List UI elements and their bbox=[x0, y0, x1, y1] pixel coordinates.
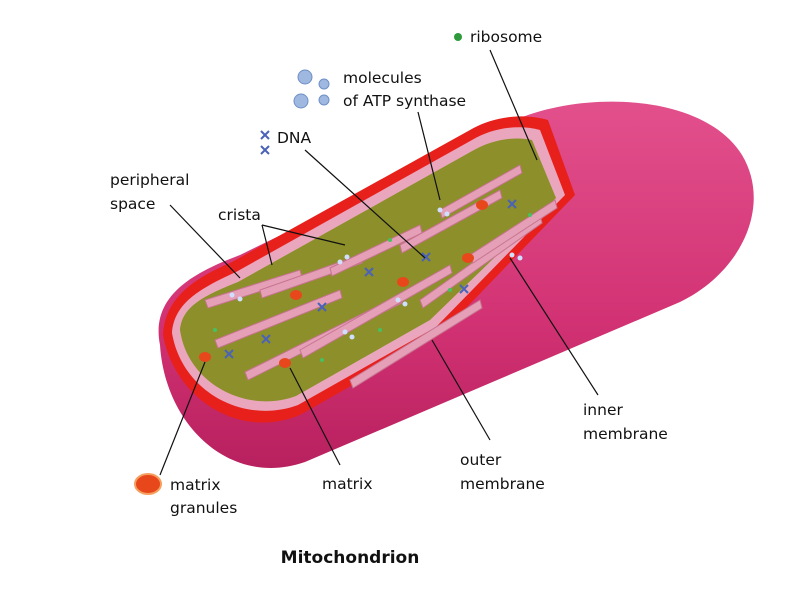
matrix-granules bbox=[199, 200, 488, 368]
dna-marks bbox=[224, 199, 517, 359]
dna-icon bbox=[260, 130, 270, 155]
label-atp-line1: molecules bbox=[343, 69, 422, 87]
label-outer-line1: outer bbox=[460, 451, 502, 469]
matrix-granule-icon bbox=[134, 473, 162, 495]
atp-synthase-dots bbox=[229, 207, 523, 340]
label-inner-line2: membrane bbox=[583, 425, 668, 443]
label-granules-line1: matrix bbox=[170, 476, 221, 494]
label-matrix: matrix bbox=[322, 475, 373, 493]
label-inner-line1: inner bbox=[583, 401, 623, 419]
label-outer-line2: membrane bbox=[460, 475, 545, 493]
atp-synthase-icon bbox=[293, 69, 330, 109]
label-crista: crista bbox=[218, 206, 261, 224]
ribosome-dots bbox=[213, 213, 532, 362]
ribosome-icon bbox=[454, 33, 462, 41]
label-atp-line2: of ATP synthase bbox=[343, 92, 466, 110]
label-ribosome: ribosome bbox=[470, 28, 542, 46]
cristae bbox=[204, 164, 558, 389]
label-peripheral-line1: peripheral bbox=[110, 171, 189, 189]
label-dna: DNA bbox=[277, 129, 312, 147]
leader-lines bbox=[159, 49, 599, 476]
diagram-title: Mitochondrion bbox=[281, 548, 420, 568]
label-peripheral-line2: space bbox=[110, 195, 155, 213]
label-granules-line2: granules bbox=[170, 499, 237, 517]
